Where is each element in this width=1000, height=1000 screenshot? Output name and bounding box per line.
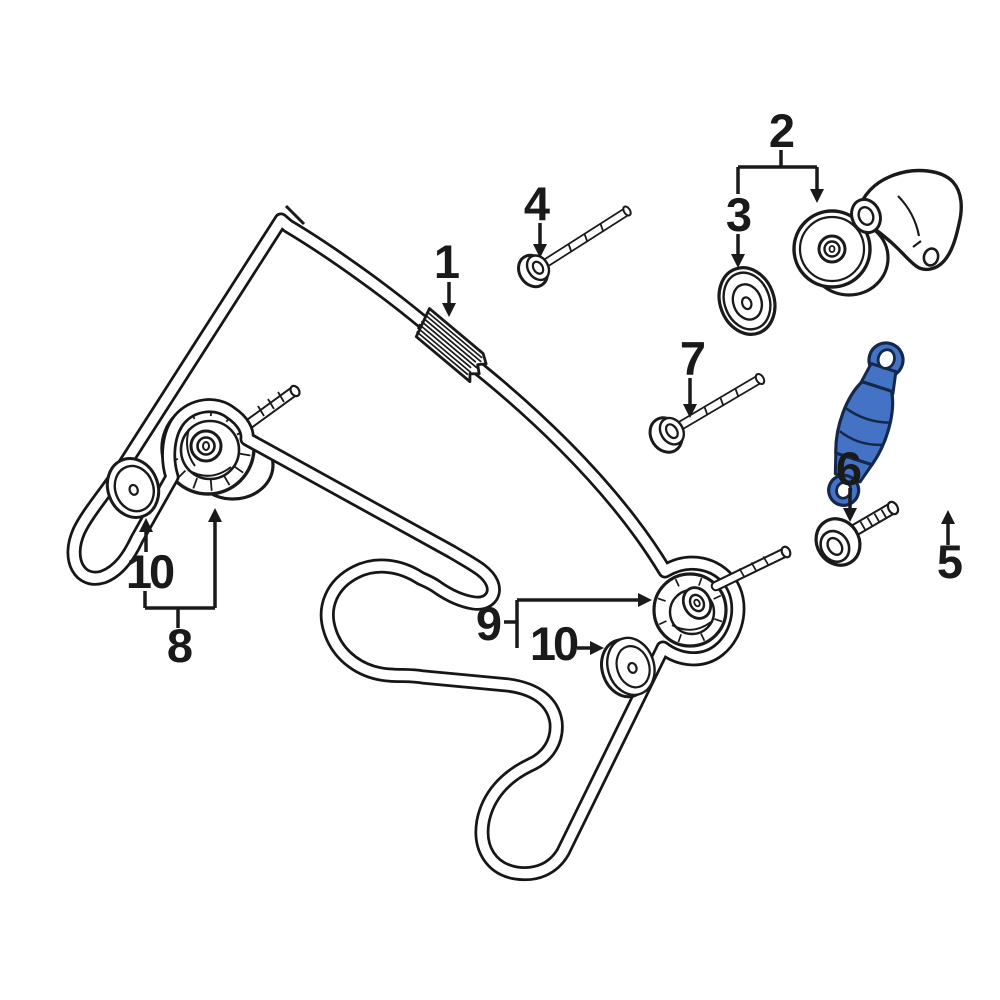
callout-10b-arrow <box>577 641 604 655</box>
belt-tensioner-assembly-2 <box>792 168 963 297</box>
callout-2-bracket <box>736 150 824 203</box>
callout-10b-label: 10 <box>530 617 578 670</box>
callout-5-label: 5 <box>937 535 963 588</box>
callout-8-label: 8 <box>167 619 193 672</box>
belt-end-seam <box>284 204 306 226</box>
callout-4-label: 4 <box>524 177 550 230</box>
callout-9-bracket <box>504 593 652 648</box>
bolt-4 <box>517 205 632 289</box>
pulley-cap-10a <box>105 457 161 519</box>
callout-3-label: 3 <box>726 188 752 241</box>
callout-6-label: 6 <box>836 442 862 495</box>
callout-1-arrow <box>442 282 456 317</box>
pulley-9-stud <box>710 545 792 592</box>
callout-8-bracket <box>139 508 222 628</box>
bolt-7 <box>648 373 766 454</box>
tensioner-pulley-disc-3 <box>717 266 777 336</box>
callout-6-arrow <box>843 488 857 522</box>
pulley-8-stud <box>243 384 301 430</box>
belt-ribbed-section <box>414 307 488 384</box>
callout-7-label: 7 <box>680 332 706 385</box>
callout-4-arrow <box>533 223 547 258</box>
idler-pulley-9 <box>652 545 792 648</box>
tensioner-damper-5-highlighted <box>827 341 905 507</box>
pulley-9-rib-hatches <box>657 577 723 643</box>
bolt-6 <box>814 500 900 567</box>
callout-2-label: 2 <box>769 104 795 157</box>
serpentine-belt <box>66 204 746 882</box>
callout-1-label: 1 <box>434 235 460 288</box>
callouts: 1 2 3 4 5 6 7 <box>126 104 963 672</box>
idler-pulley-8 <box>160 384 301 501</box>
callout-9-label: 9 <box>476 597 502 650</box>
pulley-cap-10b <box>600 636 656 699</box>
callout-10a-label: 10 <box>126 545 174 598</box>
callout-3-arrow <box>731 234 745 268</box>
callout-5-arrow <box>941 510 955 545</box>
callout-7-arrow <box>683 378 697 418</box>
